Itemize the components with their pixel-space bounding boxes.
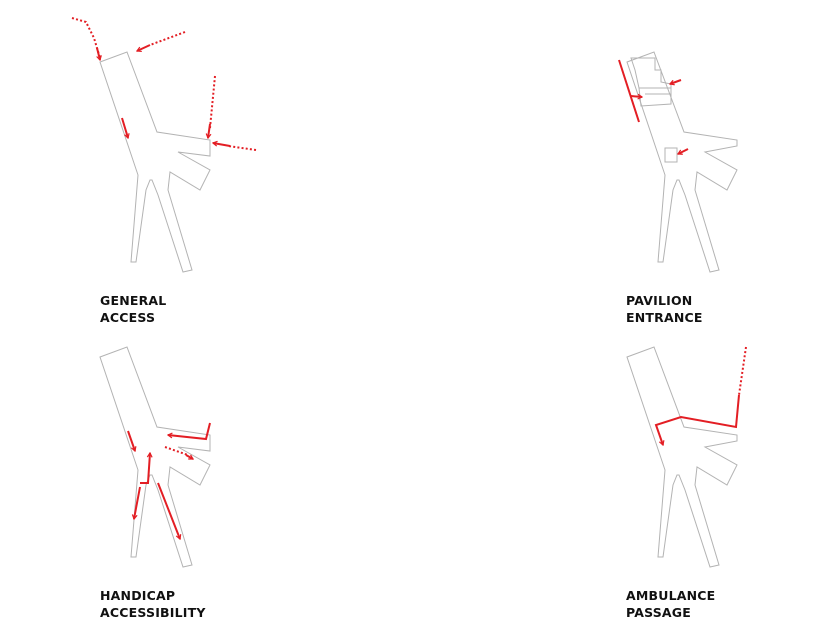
arrow-lower-entrance [676,148,689,155]
secondary-entrance-box [664,147,678,163]
arrow-ramp-end [185,454,195,460]
panel-ambulance-passage: AMBULANCE PASSAGE [409,335,818,630]
arrow-main-entrance [630,93,644,100]
ambulance-passage-diagram [626,346,747,568]
caption-handicap-accessibility: HANDICAP ACCESSIBILITY [100,587,206,621]
route-left-leg [131,486,141,521]
pavilion-entrance-diagram [618,51,738,273]
route-exterior-ramp [166,422,211,441]
arrow-east [211,140,231,147]
arrow-northwest [96,47,102,62]
route-up-loop [140,451,153,484]
caption-line-2: ACCESSIBILITY [100,605,206,620]
building-plan-outline [626,346,738,568]
panel-handicap-accessibility: HANDICAP ACCESSIBILITY [0,335,409,630]
building-plan-outline [99,346,211,568]
arrow-northeast [205,123,212,140]
arrow-interior-down [127,430,137,453]
caption-line-2: PASSAGE [626,605,692,620]
panel-pavilion-entrance: PAVILION ENTRANCE [409,0,818,335]
caption-general-access: GENERAL ACCESS [100,292,166,326]
arrow-north [135,44,151,53]
building-plan-outline [99,51,211,273]
arrow-upper-entrance [668,79,682,86]
route-dotted-approach [738,346,747,396]
entrance-pavilion-divider [639,87,671,95]
entrance-facade-line [618,59,640,123]
caption-ambulance-passage: AMBULANCE PASSAGE [626,587,715,621]
route-dotted-northeast [209,75,216,129]
building-plan-outline [626,51,738,273]
handicap-accessibility-diagram [99,346,211,568]
route-ambulance-drive [654,394,740,447]
arrow-interior [121,117,130,140]
caption-line-1: AMBULANCE [626,588,716,603]
caption-line-1: GENERAL [100,293,167,308]
panel-general-access: GENERAL ACCESS [0,0,409,335]
caption-pavilion-entrance: PAVILION ENTRANCE [626,292,703,326]
caption-line-2: ACCESS [100,310,156,325]
route-dotted-north [149,31,186,46]
caption-line-2: ENTRANCE [626,310,703,325]
caption-line-1: PAVILION [626,293,693,308]
route-right-leg [157,482,182,541]
route-dotted-northwest [71,17,101,59]
route-dotted-east [227,145,257,151]
general-access-diagram [71,17,257,273]
caption-line-1: HANDICAP [100,588,176,603]
